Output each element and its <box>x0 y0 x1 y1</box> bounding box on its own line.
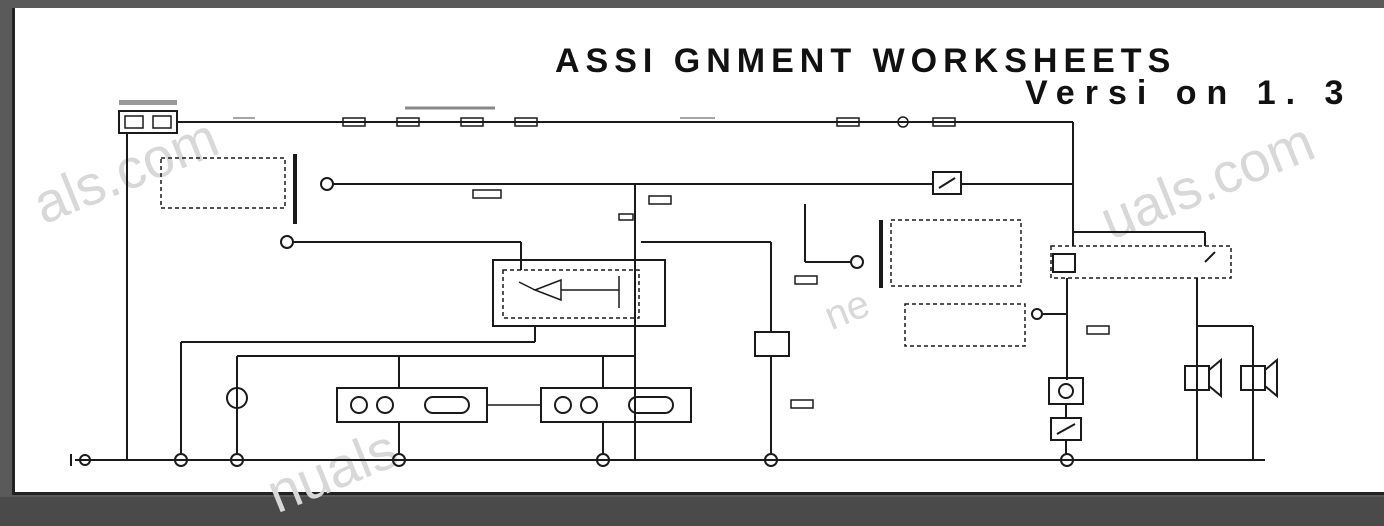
side-marker-lamp <box>226 387 248 409</box>
combination-switch <box>1048 377 1084 454</box>
stop-light-switch <box>932 171 1073 195</box>
worksheet-page: als.com uals.com nuals ne <box>12 8 1384 525</box>
relay-module <box>492 259 666 327</box>
horns <box>1184 357 1278 399</box>
central-processing-unit-box <box>904 303 1026 347</box>
connector-c1 <box>320 177 334 191</box>
label-tag-1 <box>472 189 502 199</box>
body-control-module-box <box>160 157 286 209</box>
high-mount-stop-lamp <box>754 331 814 454</box>
fuse-blocks <box>233 106 956 128</box>
version-label: Versi on 1. 3 <box>1025 74 1354 112</box>
horn-relay <box>1050 231 1232 279</box>
ecm-box <box>890 219 1022 287</box>
battery <box>118 100 178 134</box>
page-title: ASSI GNMENT WORKSHEETS <box>555 42 1177 80</box>
rear-lamp-right <box>540 387 692 454</box>
instrument-cluster-connector <box>280 235 294 249</box>
wiring-diagram <box>70 100 1278 467</box>
rear-lamp-left <box>336 387 488 454</box>
